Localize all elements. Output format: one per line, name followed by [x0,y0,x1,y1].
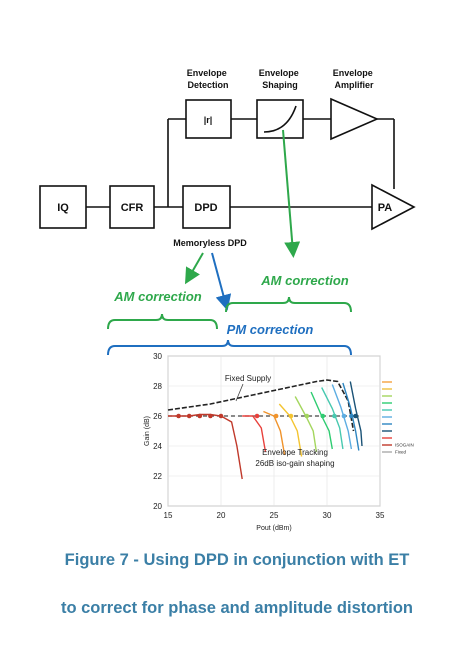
series-line-10 [349,381,363,447]
envelope-shaping-header: Envelope Shaping [259,68,302,90]
am-left-brace [107,313,218,330]
signal-lines [86,118,395,208]
envelope-detection-header: Envelope Detection [187,68,230,90]
green-arrow-left [185,252,204,285]
am-correction-left-label: AM correction [113,289,201,304]
series-line-3 [263,410,286,456]
data-point [273,413,279,419]
series-line-4 [278,403,303,457]
y-tick-label: 20 [153,502,162,511]
dpd-block: DPD [182,185,231,229]
x-tick-label: 30 [323,511,332,520]
tracking-annotation-1: Envelope Tracking [262,448,328,457]
memoryless-dpd-label: Memoryless DPD [173,238,247,248]
y-tick-label: 22 [153,472,162,481]
envelope-shaping-block [256,99,304,139]
x-axis-label: Pout (dBm) [256,525,291,532]
data-point [353,413,358,419]
legend-label: ISOGAIN [395,443,414,448]
shaping-curve-icon [263,105,297,133]
caption-line-1: Figure 7 - Using DPD in conjunction with… [64,551,410,569]
data-point [288,413,294,419]
data-point [332,413,337,419]
pm-correction-label: PM correction [227,322,314,337]
svg-text:IQ: IQ [57,202,69,214]
y-axis-label: Gain (dB) [144,416,151,446]
series-line-1 [167,379,355,432]
series-line-2 [242,415,267,453]
series-line-6 [310,391,333,450]
envelope-amplifier-triangle [330,97,380,141]
svg-text:DPD: DPD [194,202,217,214]
iq-block: IQ [39,185,87,229]
green-arrow-right [282,129,301,258]
pa-triangle: PA [371,183,416,231]
x-tick-label: 25 [270,511,279,520]
svg-text:|r|: |r| [204,115,213,125]
svg-text:PA: PA [378,202,393,214]
series-line-7 [321,387,344,450]
data-point [186,413,192,419]
y-tick-label: 26 [153,412,162,421]
y-tick-label: 30 [153,352,162,361]
blue-arrow [211,252,232,311]
am-correction-right-label: AM correction [260,273,348,288]
legend-label: Fixed [395,450,407,455]
x-tick-label: 15 [164,511,173,520]
data-point [320,413,326,419]
data-point [349,413,354,419]
data-point [208,413,213,419]
cfr-block: CFR [109,185,155,229]
fixed-supply-annotation: Fixed Supply [225,374,271,383]
am-right-brace [225,296,352,313]
data-point [254,413,260,419]
envelope-amplifier-header: Envelope Amplifier [333,68,376,90]
fixed-supply-pointer [235,383,244,402]
pm-brace [107,339,352,356]
envelope-detection-block: |r| [185,99,232,139]
y-tick-label: 28 [153,382,162,391]
data-point [218,413,224,419]
series-line-5 [294,396,318,453]
series-line-8 [331,384,353,450]
svg-text:CFR: CFR [121,202,144,214]
y-tick-label: 24 [153,442,162,451]
data-point [176,413,181,419]
data-point [197,413,203,419]
data-point [341,413,347,419]
series-line-9 [342,382,360,451]
tracking-annotation-2: 26dB iso-gain shaping [255,459,334,468]
x-tick-label: 35 [376,511,385,520]
data-point [304,413,310,419]
chart-legend: ISOGAIN Fixed [382,381,414,455]
caption-line-2: to correct for phase and amplitude disto… [60,599,414,617]
x-tick-label: 20 [217,511,226,520]
